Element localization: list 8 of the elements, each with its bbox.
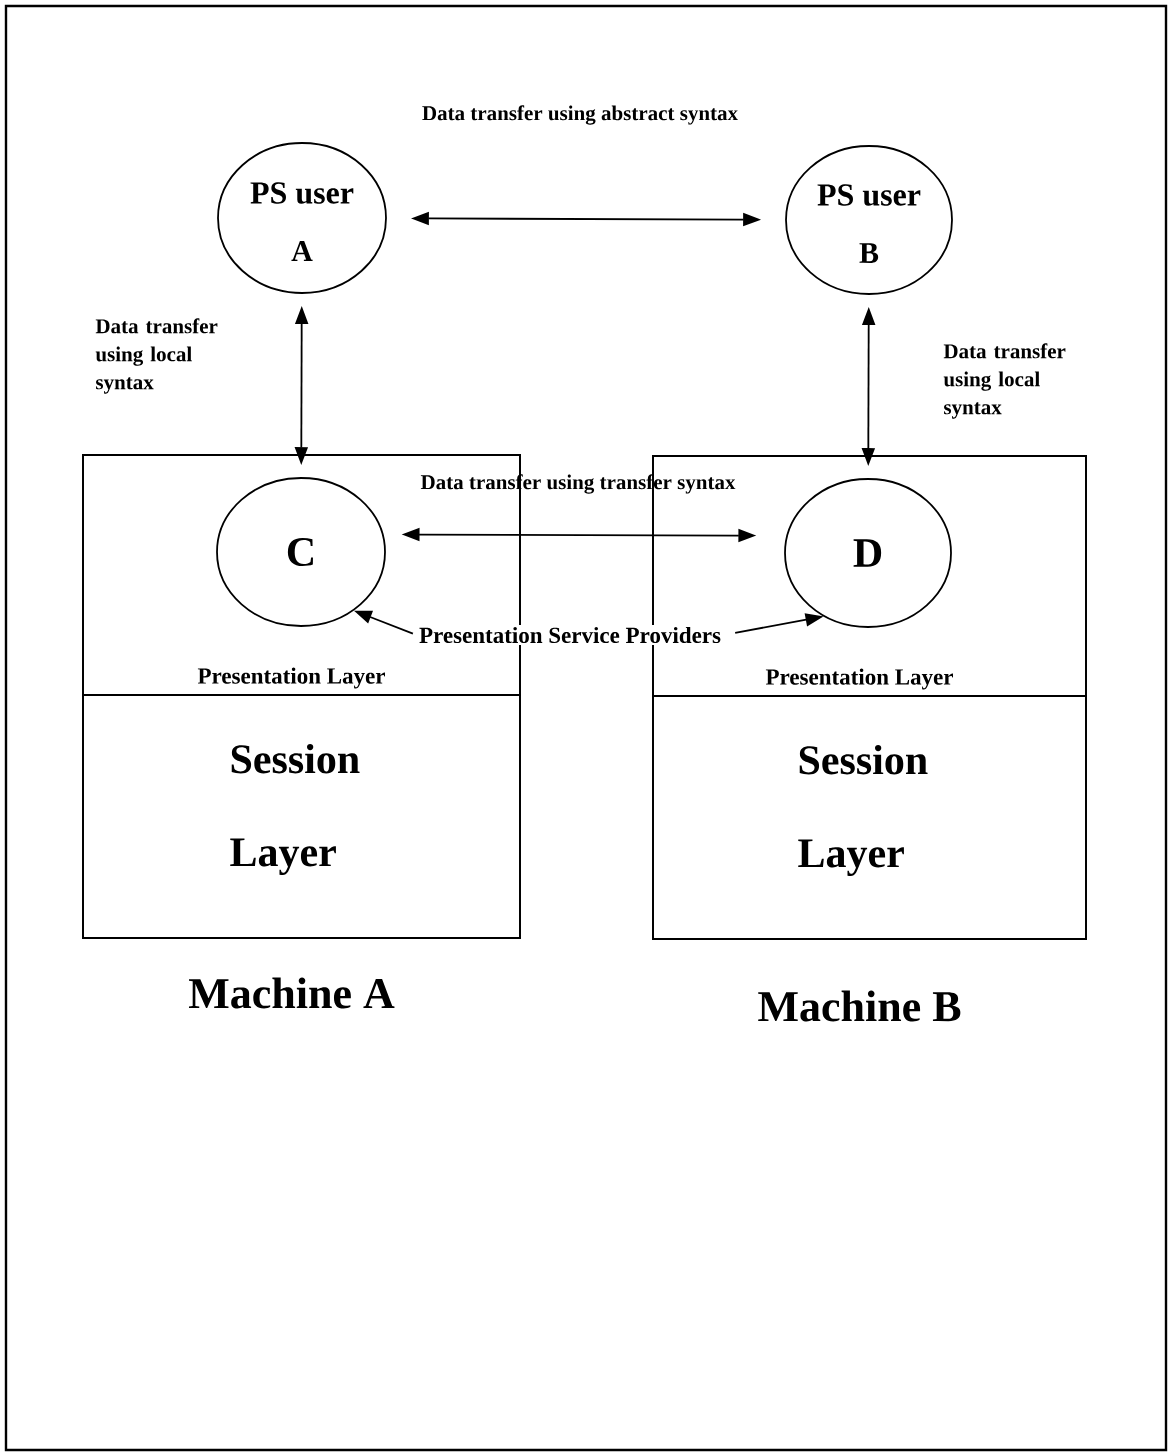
node-label: Machine B [758,990,961,1022]
node-label: Machine A [188,977,395,1009]
layer-box: Session Layer [652,695,1087,940]
layer-box: Session Layer [82,694,521,939]
callout-text: Presentation Service Providers [417,624,723,646]
edge-label: Data transfer using local syntax [93,316,242,396]
edge-label: Data transfer using abstract syntax [422,105,738,125]
edge-label: Data transfer using local syntax [941,341,1090,421]
